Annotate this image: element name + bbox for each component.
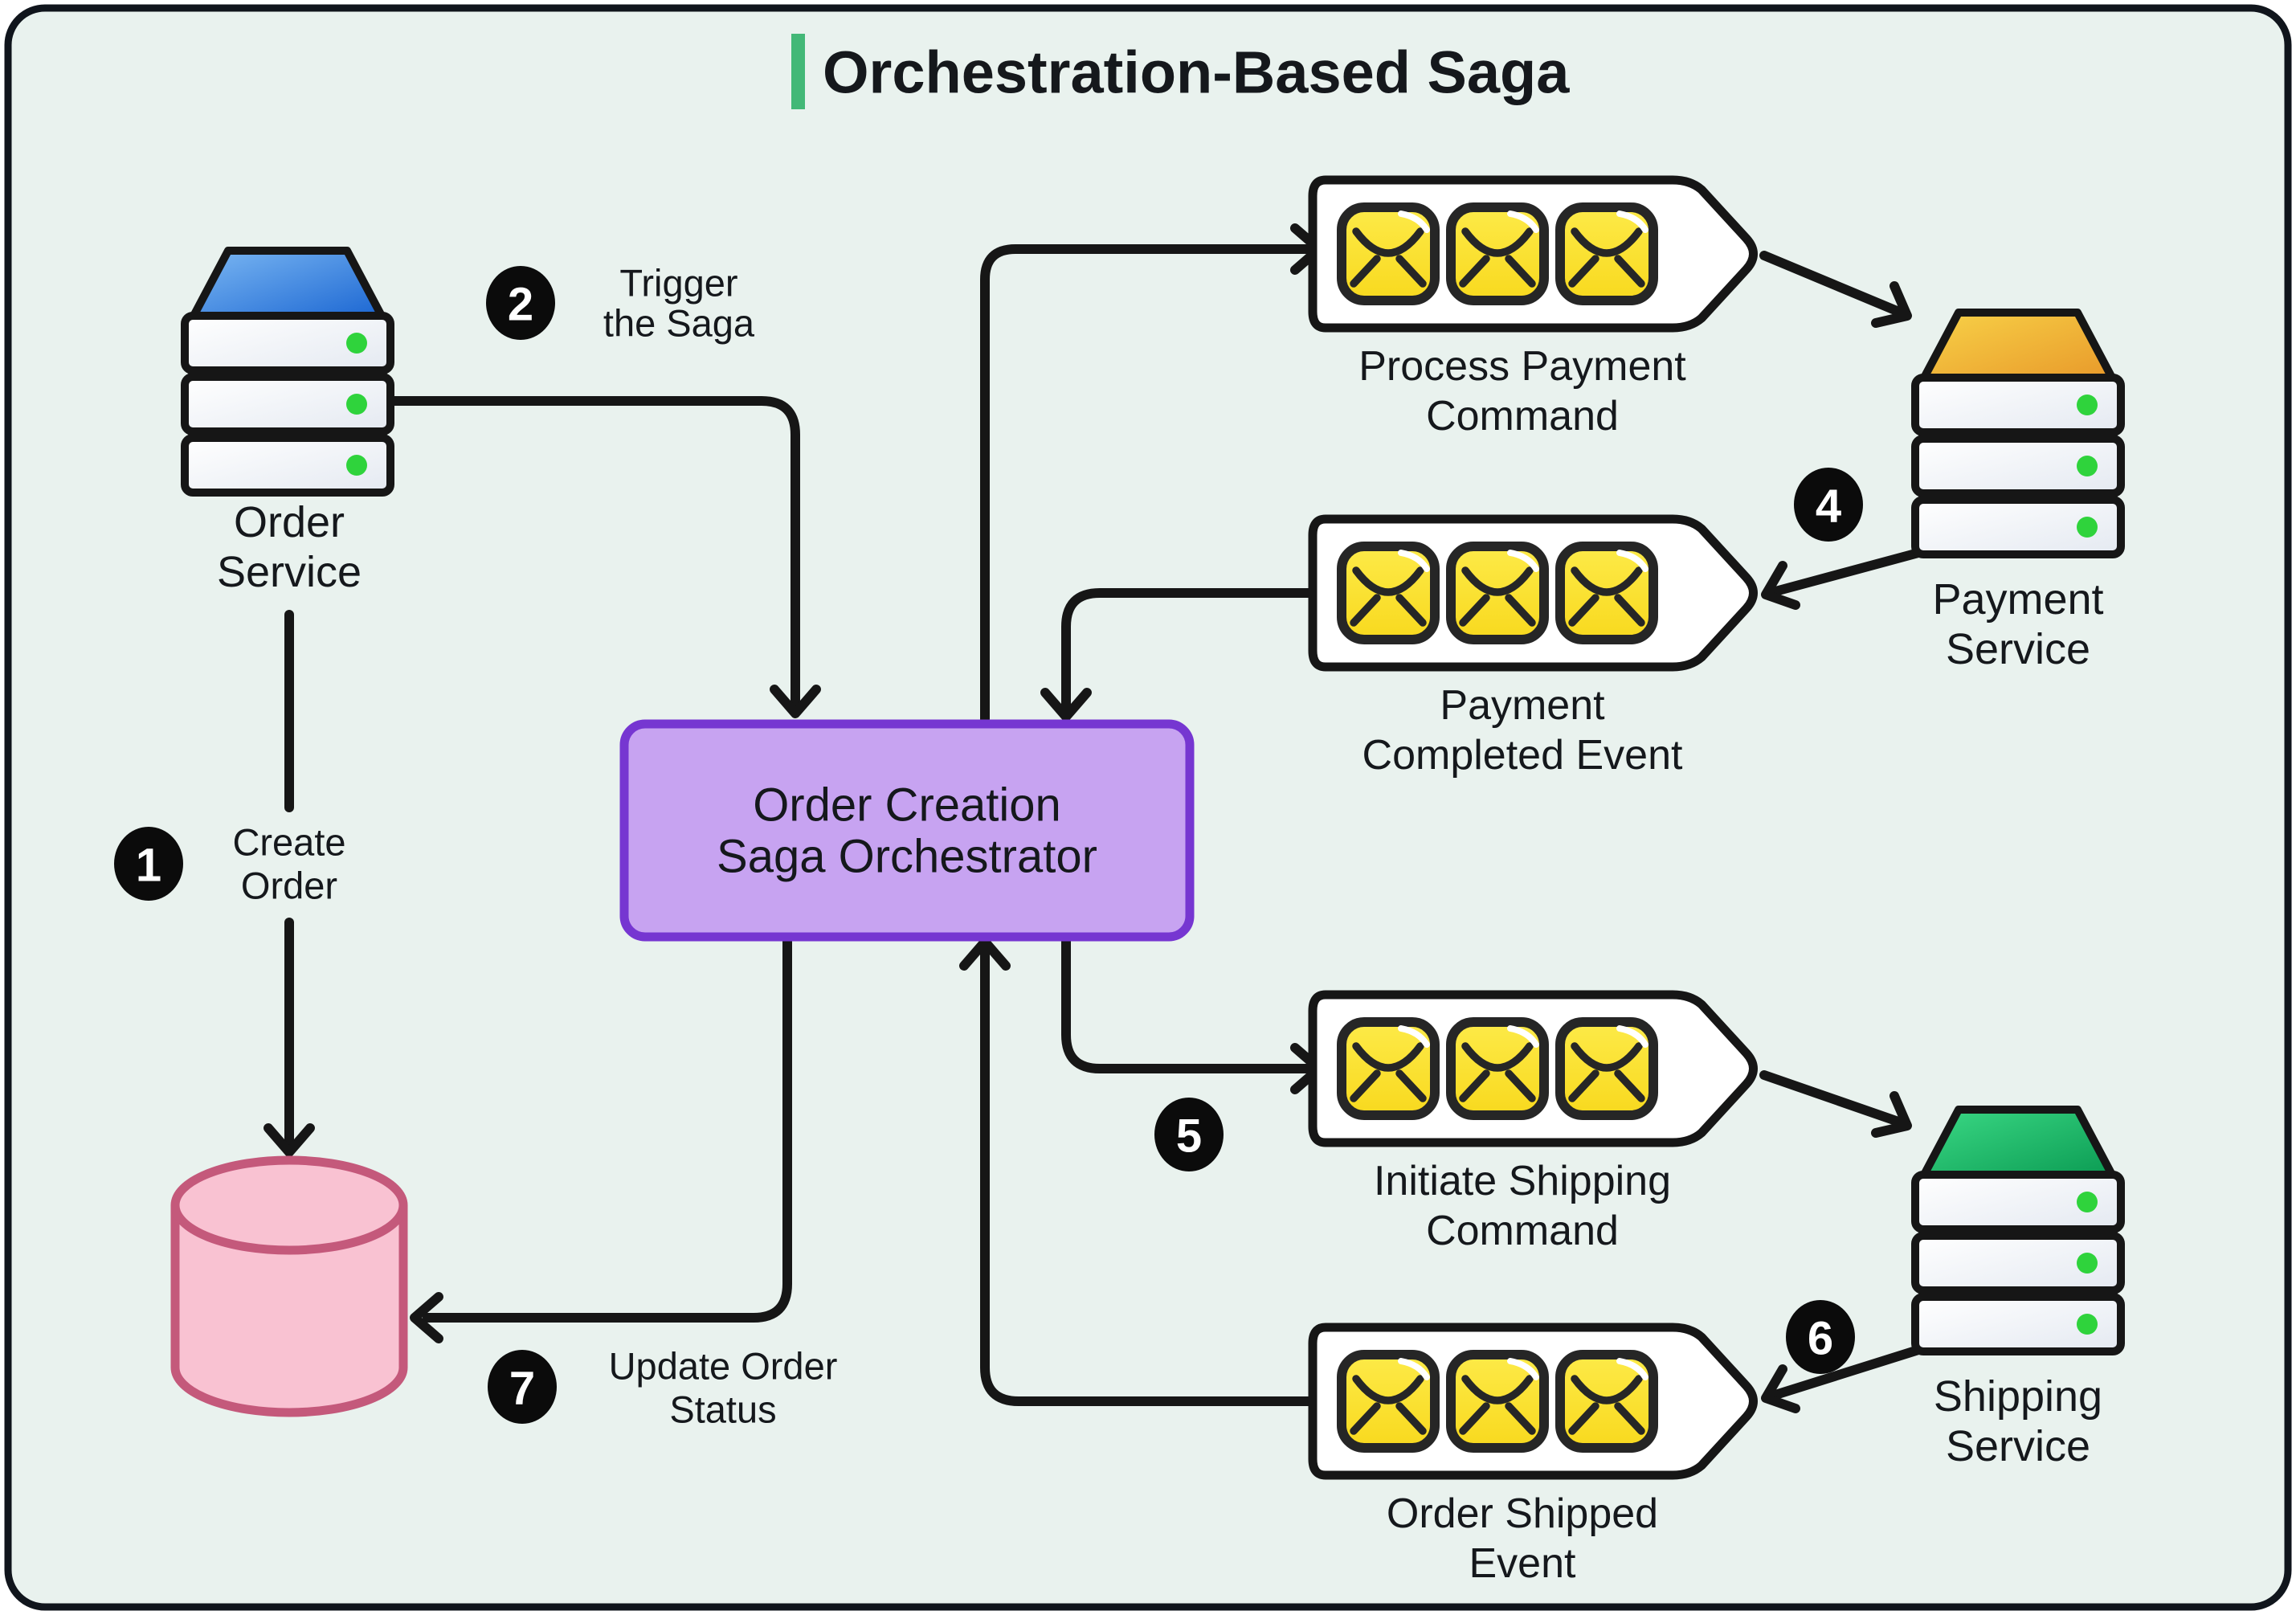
arrowhead-into-order-shipped [1761, 1364, 1800, 1413]
payment-completed-label-line1: Payment [1440, 682, 1605, 729]
order-shipped-label-line2: Event [1469, 1540, 1577, 1587]
arrowhead-update-order-status [410, 1292, 443, 1343]
envelope-icon [1560, 546, 1653, 640]
orchestrator-node: Order Creation Saga Orchestrator [619, 719, 1195, 942]
title-block: Orchestration-Based Saga [791, 34, 1570, 109]
envelope-icon [1342, 1355, 1435, 1448]
arrow-orchestrator-to-initiate-shipping [1061, 932, 1311, 1073]
step-badge-4: 4 [1794, 468, 1863, 542]
process-payment-label-line1: Process Payment [1358, 343, 1686, 390]
arrow-payment-service-to-payment-completed [1771, 548, 1923, 596]
shipping-service-node: Shipping Service [1915, 1106, 2121, 1470]
envelope-icon [1560, 207, 1653, 301]
badge-circle [114, 827, 183, 901]
order-service-label-line2: Service [217, 548, 362, 596]
page-title: Orchestration-Based Saga [823, 39, 1570, 106]
payment-service-label-line1: Payment [1932, 575, 2103, 624]
step2-label-line2: the Saga [603, 302, 755, 345]
process-payment-label-line2: Command [1426, 393, 1619, 440]
envelope-icon [1451, 546, 1544, 640]
badge-number: 5 [1176, 1110, 1202, 1163]
order-shipped-label-line1: Order Shipped [1387, 1490, 1658, 1537]
queue-process-payment [1313, 180, 1754, 328]
arrowhead-into-payment-completed [1761, 561, 1800, 610]
envelope-icon [1342, 1022, 1435, 1115]
flow-arrows [264, 223, 1923, 1413]
database-top [170, 1155, 408, 1255]
queue-payment-completed [1313, 519, 1754, 667]
order-database-icon [170, 1155, 408, 1417]
payment-completed-label-line2: Completed Event [1362, 732, 1683, 779]
orchestrator-label-line1: Order Creation [753, 779, 1061, 832]
step-badge-6: 6 [1786, 1300, 1855, 1374]
shipping-service-label-line2: Service [1946, 1422, 2090, 1470]
badge-circle [1786, 1300, 1855, 1374]
arrowhead-into-shipping-service [1871, 1091, 1912, 1138]
arrow-update-order-status [423, 932, 792, 1323]
server-top-payment [1919, 309, 2117, 383]
orchestrator-label-line2: Saga Orchestrator [717, 831, 1097, 883]
badge-number: 4 [1816, 480, 1841, 533]
badge-circle [486, 266, 555, 340]
server-top-shipping [1919, 1106, 2117, 1180]
arrowhead-payment-completed [1040, 688, 1092, 722]
payment-service-node: Payment Service [1915, 309, 2121, 673]
envelope-icon [1451, 1355, 1544, 1448]
initiate-shipping-label-line1: Initiate Shipping [1374, 1158, 1671, 1204]
arrow-process-payment-to-payment-service [1759, 251, 1906, 317]
arrow-trigger-saga [386, 396, 800, 710]
arrow-order-shipped-to-orchestrator [980, 945, 1327, 1406]
step-badge-5: 5 [1154, 1098, 1224, 1171]
server-icon-order [185, 247, 390, 493]
server-icon-shipping [1915, 1106, 2121, 1351]
step-badge-1: 1 [114, 827, 183, 901]
badge-circle [1794, 468, 1863, 542]
badge-number: 6 [1808, 1313, 1833, 1365]
orchestrator-box [619, 719, 1195, 942]
step7-label-line2: Status [669, 1388, 776, 1431]
initiate-shipping-label-line2: Command [1426, 1208, 1619, 1254]
step1-label-line1: Create [232, 821, 345, 864]
badge-circle [1154, 1098, 1224, 1171]
payment-service-label-line2: Service [1946, 625, 2090, 673]
arrow-initiate-shipping-to-shipping-service [1759, 1070, 1906, 1127]
step1-label-line2: Order [241, 865, 337, 907]
badge-circle [488, 1350, 557, 1424]
envelope-icon [1560, 1355, 1653, 1448]
order-service-label-line1: Order [234, 498, 345, 546]
badge-number: 1 [136, 840, 161, 892]
title-accent-bar [791, 34, 805, 109]
envelope-icon [1451, 1022, 1544, 1115]
envelope-icon [1451, 207, 1544, 301]
arrow-orchestrator-to-process-payment [980, 244, 1311, 729]
step-badge-2: 2 [486, 266, 555, 340]
arrowhead-create-order [264, 1123, 315, 1157]
server-top-order [189, 247, 386, 321]
envelope-icon [1560, 1022, 1653, 1115]
arrowhead-into-payment-service [1871, 281, 1912, 328]
server-icon-payment [1915, 309, 2121, 554]
step7-label-line1: Update Order [609, 1345, 838, 1388]
arrowhead-trigger-saga [770, 685, 821, 718]
step-badge-7: 7 [488, 1350, 557, 1424]
arrow-shipping-service-to-order-shipped [1771, 1345, 1923, 1400]
order-service-node: Order Service [185, 247, 390, 596]
shipping-service-label-line1: Shipping [1934, 1372, 2102, 1421]
badge-number: 7 [509, 1363, 535, 1415]
arrowhead-order-shipped [959, 937, 1011, 971]
arrow-payment-completed-to-orchestrator [1061, 588, 1327, 713]
badge-number: 2 [508, 279, 533, 331]
queue-initiate-shipping [1313, 995, 1754, 1143]
step2-label-line1: Trigger [619, 262, 737, 305]
database-body [170, 1205, 408, 1417]
envelope-icon [1342, 546, 1435, 640]
queue-order-shipped [1313, 1327, 1754, 1475]
envelope-icon [1342, 207, 1435, 301]
